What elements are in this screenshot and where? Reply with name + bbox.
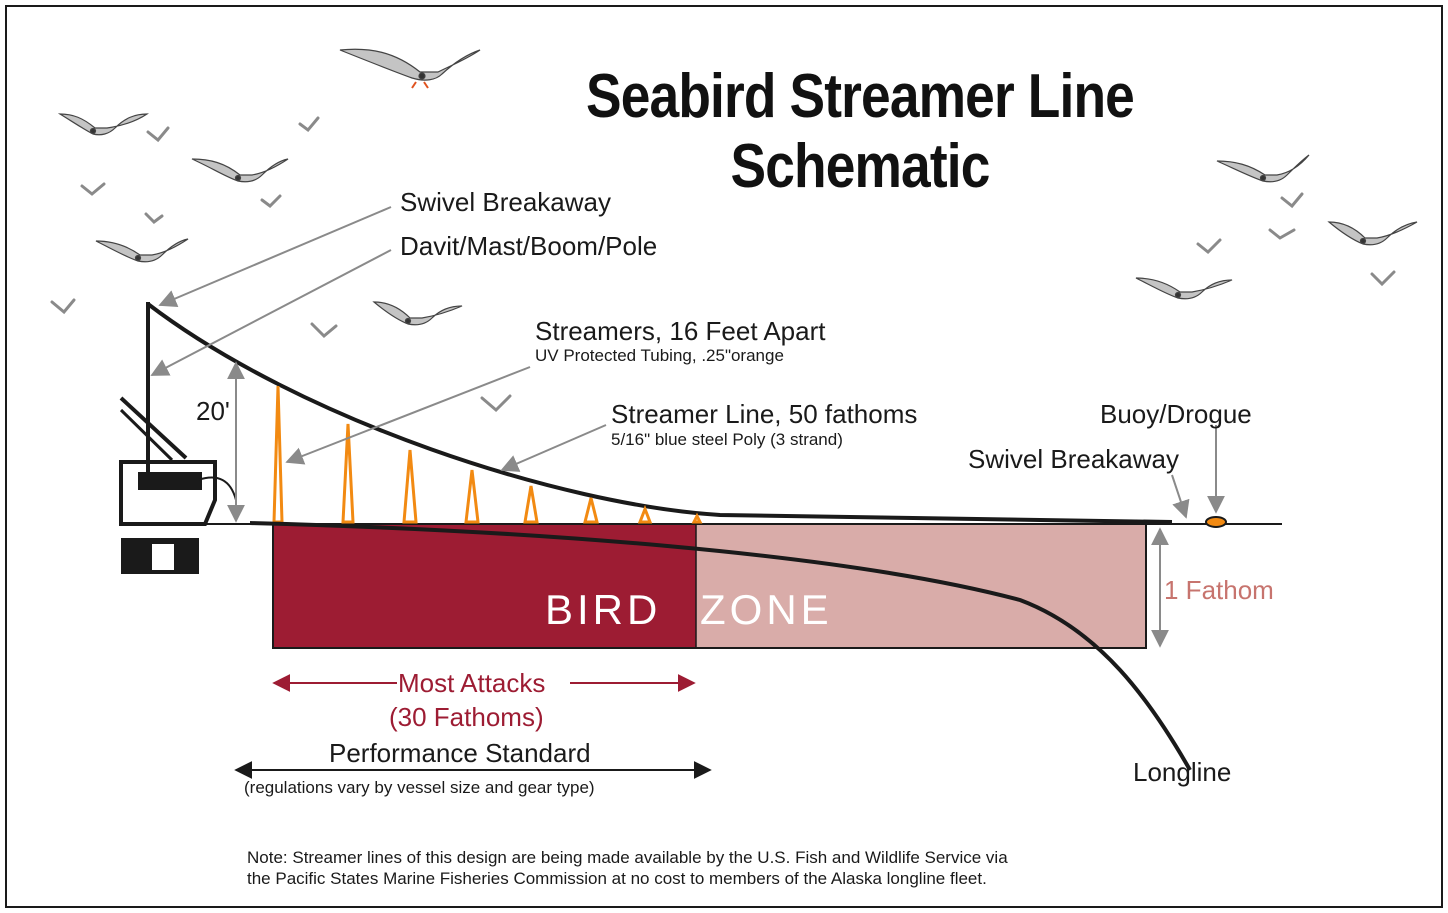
seabird-icon: [1280, 192, 1304, 209]
seabird-flock: [57, 48, 1418, 326]
seabird-icon: [372, 301, 463, 326]
seabird-icon: [146, 126, 170, 143]
pointer-streamer-line: [500, 424, 607, 472]
title-line-2: Schematic: [730, 132, 991, 201]
label-30-fathoms: (30 Fathoms): [389, 702, 544, 732]
label-streamer-line: Streamer Line, 50 fathoms: [611, 399, 918, 429]
seabird-icon: [191, 158, 289, 183]
seabird-icon: [80, 182, 106, 196]
seabird-icon: [260, 194, 282, 208]
seabird-icon: [480, 394, 512, 413]
label-streamers: Streamers, 16 Feet Apart: [535, 316, 826, 346]
seabird-icon: [298, 116, 320, 133]
label-swivel-breakaway: Swivel Breakaway: [400, 187, 611, 217]
streamer: [341, 423, 355, 524]
label-performance-sub: (regulations vary by vessel size and gea…: [244, 778, 595, 797]
pointer-streamers: [285, 366, 531, 465]
label-performance-standard: Performance Standard: [329, 738, 591, 768]
seabird-icon: [95, 238, 189, 263]
label-buoy-drogue: Buoy/Drogue: [1100, 399, 1252, 429]
distant-birds: [50, 116, 1396, 413]
seabird-icon: [310, 322, 338, 339]
seabird-icon: [1327, 221, 1418, 246]
label-longline: Longline: [1133, 757, 1232, 787]
seabird-icon: [1216, 154, 1310, 183]
rudder-icon: [152, 544, 174, 570]
label-height-20ft: 20': [196, 396, 230, 426]
label-bird: BIRD: [545, 586, 662, 633]
footnote: Note: Streamer lines of this design are …: [247, 847, 1008, 889]
title-line-1: Seabird Streamer Line: [586, 62, 1135, 131]
seabird-icon: [50, 298, 76, 315]
seabird-icon: [57, 113, 149, 136]
label-most-attacks: Most Attacks: [398, 668, 546, 698]
streamer: [523, 485, 539, 524]
label-streamer-line-sub: 5/16" blue steel Poly (3 strand): [611, 430, 843, 449]
vessel-deckhouse: [138, 472, 202, 490]
seabird-icon: [1196, 238, 1222, 255]
footnote-line-1: Note: Streamer lines of this design are …: [247, 848, 1008, 867]
label-1-fathom: 1 Fathom: [1164, 575, 1274, 605]
vessel-hull: [119, 460, 217, 526]
streamer: [691, 512, 703, 524]
label-streamers-sub: UV Protected Tubing, .25"orange: [535, 346, 784, 365]
pointer-swivel-right: [1171, 474, 1190, 519]
pointer-davit: [150, 249, 392, 376]
streamers: [272, 385, 703, 524]
streamer: [402, 449, 418, 524]
streamer-line: [146, 302, 1173, 524]
seabird-icon: [1268, 228, 1296, 240]
pointer-swivel-breakaway: [158, 206, 392, 307]
seabird-icon: [1370, 270, 1396, 287]
vessel-boom-a: [119, 396, 188, 460]
seabird-icon: [1135, 277, 1233, 300]
label-zone: ZONE: [700, 586, 833, 633]
streamer: [464, 469, 480, 524]
streamer: [637, 504, 653, 524]
vessel: [119, 302, 237, 574]
diagram-title: Seabird Streamer Line Schematic: [516, 62, 1204, 202]
frame: [5, 5, 1443, 908]
longline: [249, 521, 1192, 771]
label-pointers: [150, 206, 1225, 519]
seabird-icon: [144, 212, 164, 224]
footnote-line-2: the Pacific States Marine Fisheries Comm…: [247, 869, 987, 888]
bird-zone-most-attacks: [273, 524, 696, 648]
seabird-icon: [339, 48, 481, 89]
streamer: [583, 497, 599, 524]
label-swivel-breakaway-right: Swivel Breakaway: [968, 444, 1179, 474]
streamer: [272, 385, 284, 524]
label-davit-mast-boom-pole: Davit/Mast/Boom/Pole: [400, 231, 658, 261]
buoy-icon: [1205, 516, 1227, 528]
